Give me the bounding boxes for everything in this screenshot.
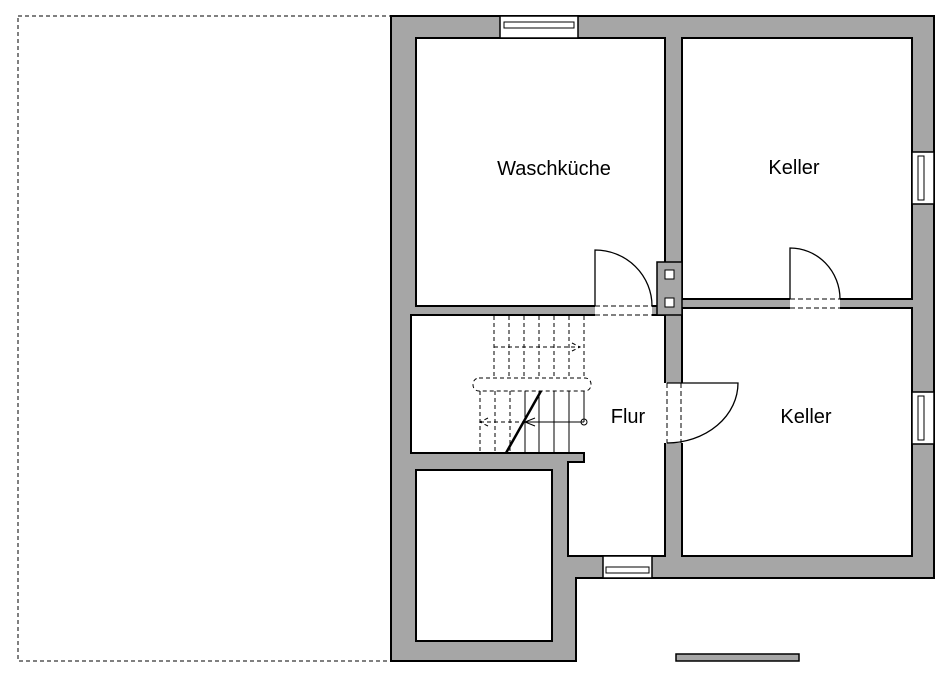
door-opening-keller-bottom — [664, 383, 683, 443]
door-waschkueche — [594, 249, 653, 307]
window-bottom — [602, 555, 653, 579]
window-top — [499, 15, 579, 39]
staircase — [472, 316, 592, 454]
door-opening-keller-top — [790, 298, 840, 309]
adjacent-area-outline — [17, 15, 392, 662]
room-keller-bottom — [681, 307, 913, 557]
label-keller-bottom: Keller — [780, 406, 831, 428]
label-keller-top: Keller — [768, 157, 819, 179]
label-flur: Flur — [611, 406, 646, 428]
window-right-top — [911, 151, 935, 205]
exterior-step — [675, 653, 800, 662]
door-keller-top — [789, 247, 841, 300]
label-waschkueche: Waschküche — [497, 158, 611, 180]
door-keller-bottom — [666, 382, 739, 444]
room-waschkueche — [415, 37, 666, 307]
door-opening-waschkueche — [595, 305, 652, 316]
room-small — [415, 469, 553, 642]
window-right-bottom — [911, 391, 935, 445]
